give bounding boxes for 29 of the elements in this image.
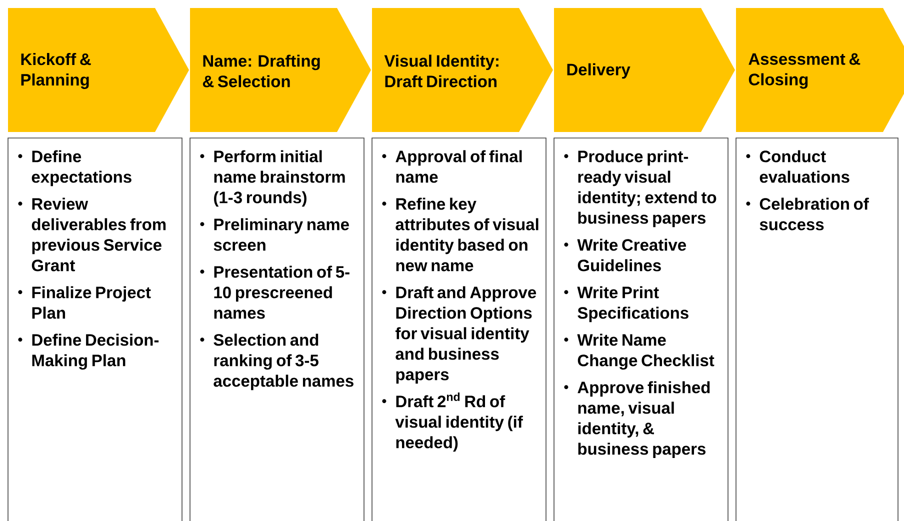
step-box: Define expectations Review deliverables from previous Service Grant Finalize Project Plan Define Decision-Making Plan xyxy=(8,138,182,521)
phase-banner: Visual Identity: Draft Direction xyxy=(372,8,553,132)
step-box: Perform initial name brainstorm (1-3 rounds) Preliminary name screen Presentation of 5-10 prescreened names Selection and ranking of 3-5 acceptable names xyxy=(190,138,364,521)
node-label: Produce print-ready visual identity; extend to business papers xyxy=(578,150,716,228)
step-box: Conduct evaluations Celebration of success xyxy=(736,138,898,521)
node-label: Perform initial name brainstorm (1-3 rounds) xyxy=(214,150,345,207)
phase-banner: Assessment & Closing xyxy=(736,8,904,132)
node-label: Refine key attributes of visual identity based on new name xyxy=(396,198,538,272)
node-label: Preliminary name screen xyxy=(214,218,349,251)
node-label: Conduct evaluations xyxy=(760,150,850,183)
node-label: Draft 2$^{nd}$ Rd of visual identity (if needed) xyxy=(395,392,523,452)
node-label: Presentation of 5-10 prescreened names xyxy=(214,266,350,319)
step-box: Produce print-ready visual identity; extend to business papers Write Creative Guidelines Write Print Specifications Write Name Change Checklist Approve finished name, visual identity, & business papers xyxy=(554,138,728,521)
node-label: Draft and Approve Direction Options for visual identity and business papers xyxy=(395,286,536,384)
phase-banner: Delivery xyxy=(554,8,735,132)
node-label: Finalize Project Plan xyxy=(32,286,151,319)
node-label: Define Decision-Making Plan xyxy=(32,334,159,370)
node-label: Define expectations xyxy=(32,150,132,186)
step-box: Approval of final name Refine key attributes of visual identity based on new name Draft and Approve Direction Options for visual identity and business papers Draft 2$^{nd}$ Rd of visual identity (if needed) xyxy=(372,138,546,521)
node-label: Celebration of success xyxy=(760,198,869,230)
node-label: Write Print Specifications xyxy=(577,286,688,322)
node-label: Approve finished name, visual identity, & business papers xyxy=(578,381,710,458)
node-label: Approval of final name xyxy=(396,150,522,183)
phase-banner: Kickoff & Planning xyxy=(8,8,189,132)
node-label: Write Creative Guidelines xyxy=(577,238,686,272)
phase-banner: Name: Drafting & Selection xyxy=(190,8,371,132)
node-label: Review deliverables from previous Service Grant xyxy=(32,198,166,272)
node-label: Write Name Change Checklist xyxy=(577,334,714,370)
node-label: Selection and ranking of 3-5 acceptable names xyxy=(214,334,354,390)
